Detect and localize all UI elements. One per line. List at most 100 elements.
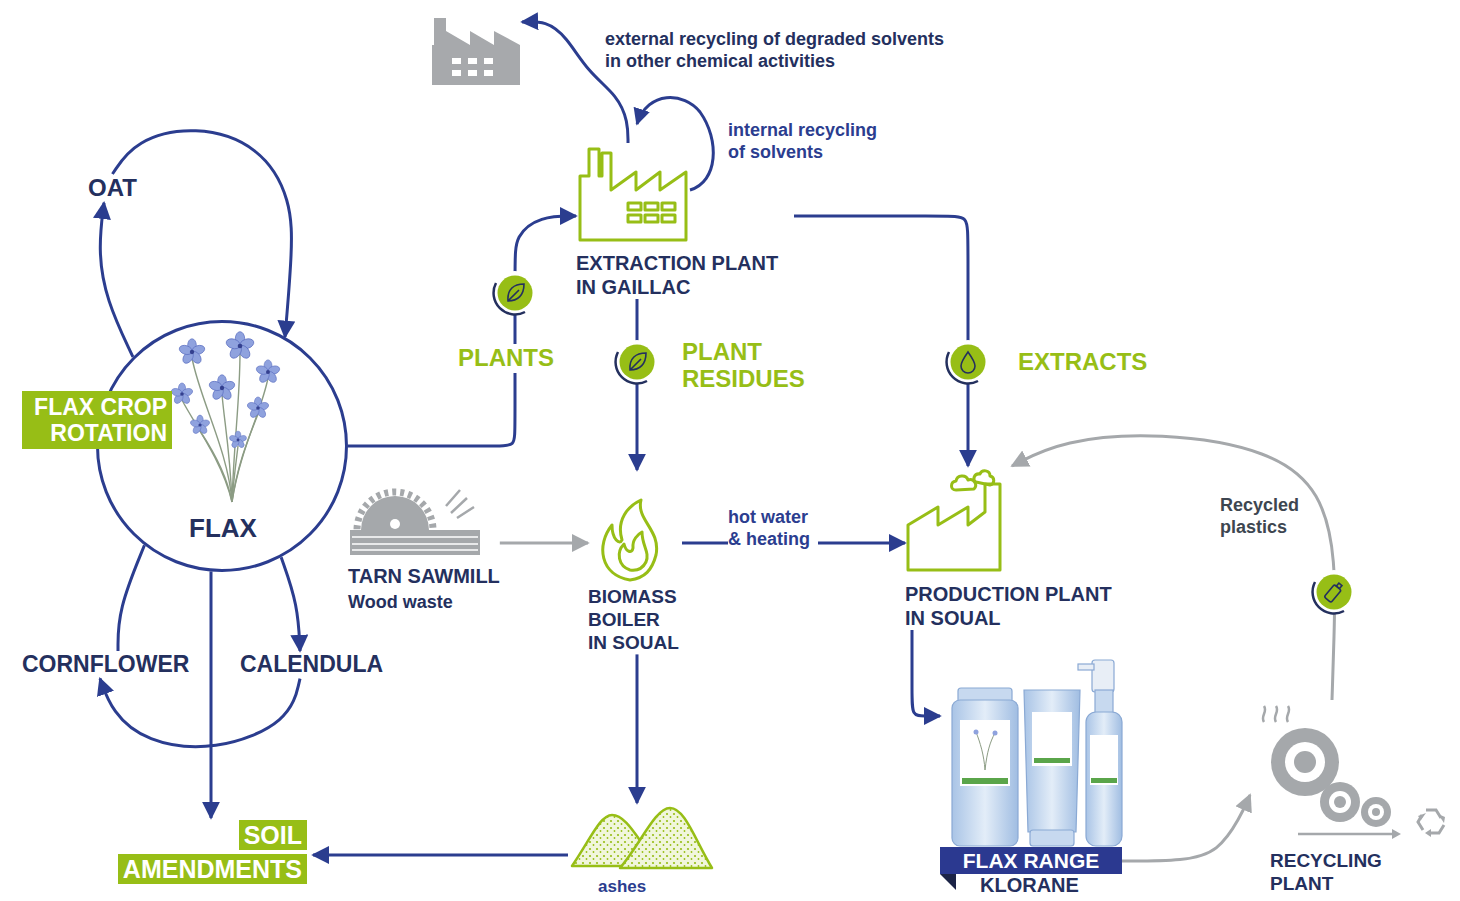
bottle-badge: [1313, 582, 1344, 613]
flow-arrow: [210, 572, 213, 818]
plant-node: EXTRACTION PLANT IN GAILLAC: [576, 143, 794, 299]
flow-label: EXTRACTS: [1018, 348, 1147, 377]
recycling-plant-icon: [1438, 814, 1445, 823]
external-factory-icon: [468, 70, 477, 76]
crop-label: CORNFLOWER: [22, 651, 189, 679]
flax-flowers: [255, 360, 280, 384]
recycling-plant-icon: [1429, 825, 1444, 833]
flow-arrow: [500, 542, 588, 545]
extraction-plant-icon: [662, 215, 675, 222]
flax-plant: [222, 394, 232, 502]
flax-flowers: [229, 431, 248, 449]
leaf-badge: [494, 283, 525, 314]
product-bottles: [1086, 712, 1122, 846]
sawmill-icon: [352, 543, 478, 545]
recycling-node: RECYCLING PLANT: [1250, 700, 1410, 896]
leaf-badge: [493, 271, 537, 315]
flow-arrow: [100, 203, 133, 357]
leaf-badge: [508, 284, 524, 301]
node-text: Wood waste: [348, 592, 500, 614]
external-factory-icon: [484, 58, 493, 64]
node-text: CORNFLOWER: [22, 651, 189, 679]
extraction-plant-icon: [645, 215, 658, 222]
flow-arrow: [912, 630, 940, 716]
node-text: FLAX: [189, 513, 257, 544]
external-factory-icon: [434, 18, 446, 48]
flow-label: Recycled plastics: [1220, 495, 1305, 538]
crop-label: OAT: [88, 174, 137, 203]
sawmill-icon: [357, 492, 433, 530]
external-factory-icon: [484, 70, 493, 76]
flow-arrow: [1122, 795, 1250, 861]
flow-label: PLANT RESIDUES: [682, 338, 812, 392]
flax-flowers: [178, 339, 206, 365]
soil-band: SOIL AMENDMENTS: [105, 818, 313, 886]
flax-flowers: [190, 415, 211, 435]
flax-plant: [182, 352, 268, 502]
product-bottles: [962, 778, 1008, 784]
node-text: OAT: [88, 174, 137, 203]
product-node: FLAX RANGEKLORANE: [940, 655, 1122, 896]
leaf-badge: [620, 345, 655, 380]
flax-flowers: [170, 332, 280, 449]
bottle-badge: [1336, 583, 1342, 589]
flax-flowers: [225, 332, 255, 361]
node-text: CALENDULA: [240, 651, 383, 679]
plant-node: PRODUCTION PLANT IN SOUAL: [905, 466, 1120, 630]
recycling-plant-icon: [1263, 706, 1445, 839]
bottle-badge: [1324, 581, 1344, 602]
ash-piles: [620, 808, 712, 868]
connectors: [100, 22, 1335, 861]
flow-arrow: [313, 854, 568, 857]
node-text: BIOMASS BOILER IN SOUAL: [588, 586, 682, 654]
recycling-plant-icon: [1285, 742, 1325, 782]
external-factory-icon: [468, 58, 477, 64]
recycling-plant-icon: [1294, 751, 1316, 773]
external-factory-icon: [446, 31, 520, 45]
extraction-plant-icon: [645, 203, 658, 210]
product-bottles: [960, 720, 1010, 786]
leaf-badge: [493, 271, 537, 315]
flame-icon: [619, 532, 647, 570]
flax-plant: [200, 431, 232, 502]
bottle-badge: [1317, 575, 1352, 610]
flow-arrow: [112, 131, 291, 337]
recycling-plant-icon: [1334, 796, 1346, 808]
sawmill-icon: [446, 490, 474, 518]
sawmill-icon: [352, 536, 478, 538]
node-text: SOIL AMENDMENTS: [105, 818, 313, 886]
node-text: FLAX CROP ROTATION: [22, 391, 172, 449]
sawmill-icon: [390, 519, 400, 529]
drop-badge: [947, 352, 978, 383]
product-bottles: [1091, 778, 1117, 783]
recycling-plant-icon: [1361, 797, 1391, 827]
sawmill-icon: [350, 530, 480, 555]
product-bottles: [1030, 830, 1074, 846]
node-text: EXTRACTION PLANT IN GAILLAC: [576, 251, 794, 299]
flow-arrow: [100, 679, 300, 747]
extraction-plant-icon: [580, 149, 686, 240]
node-text: TARN SAWMILL: [348, 564, 500, 588]
product-bottles: [1078, 664, 1094, 670]
leaf-badge: [615, 340, 659, 384]
recycling-plant-icon: [1329, 791, 1351, 813]
recycling-plant-icon: [1298, 833, 1392, 836]
extraction-plant-icon: [628, 215, 641, 222]
product-bottles: [976, 732, 995, 770]
node-text: external recycling of degraded solvents …: [605, 29, 955, 72]
recycling-plant-icon: [1425, 829, 1431, 837]
extraction-plant-icon: [580, 149, 686, 240]
recycling-plant-icon: [1426, 810, 1441, 818]
factory-node: external recycling of degraded solvents …: [430, 15, 522, 87]
external-factory-icon: [432, 18, 520, 85]
node-text: ashes: [598, 877, 713, 897]
boiler-node: BIOMASS BOILER IN SOUAL: [588, 470, 682, 654]
recycling-plant-icon: [1418, 810, 1445, 837]
flax-flowers: [246, 397, 269, 419]
sawmill-icon: [350, 490, 480, 568]
drop-badge: [946, 340, 990, 384]
product-bottles: [1034, 758, 1070, 763]
bottle-badge: [1312, 570, 1356, 614]
sawmill-icon: [361, 496, 429, 530]
product-bottles: [974, 730, 979, 735]
